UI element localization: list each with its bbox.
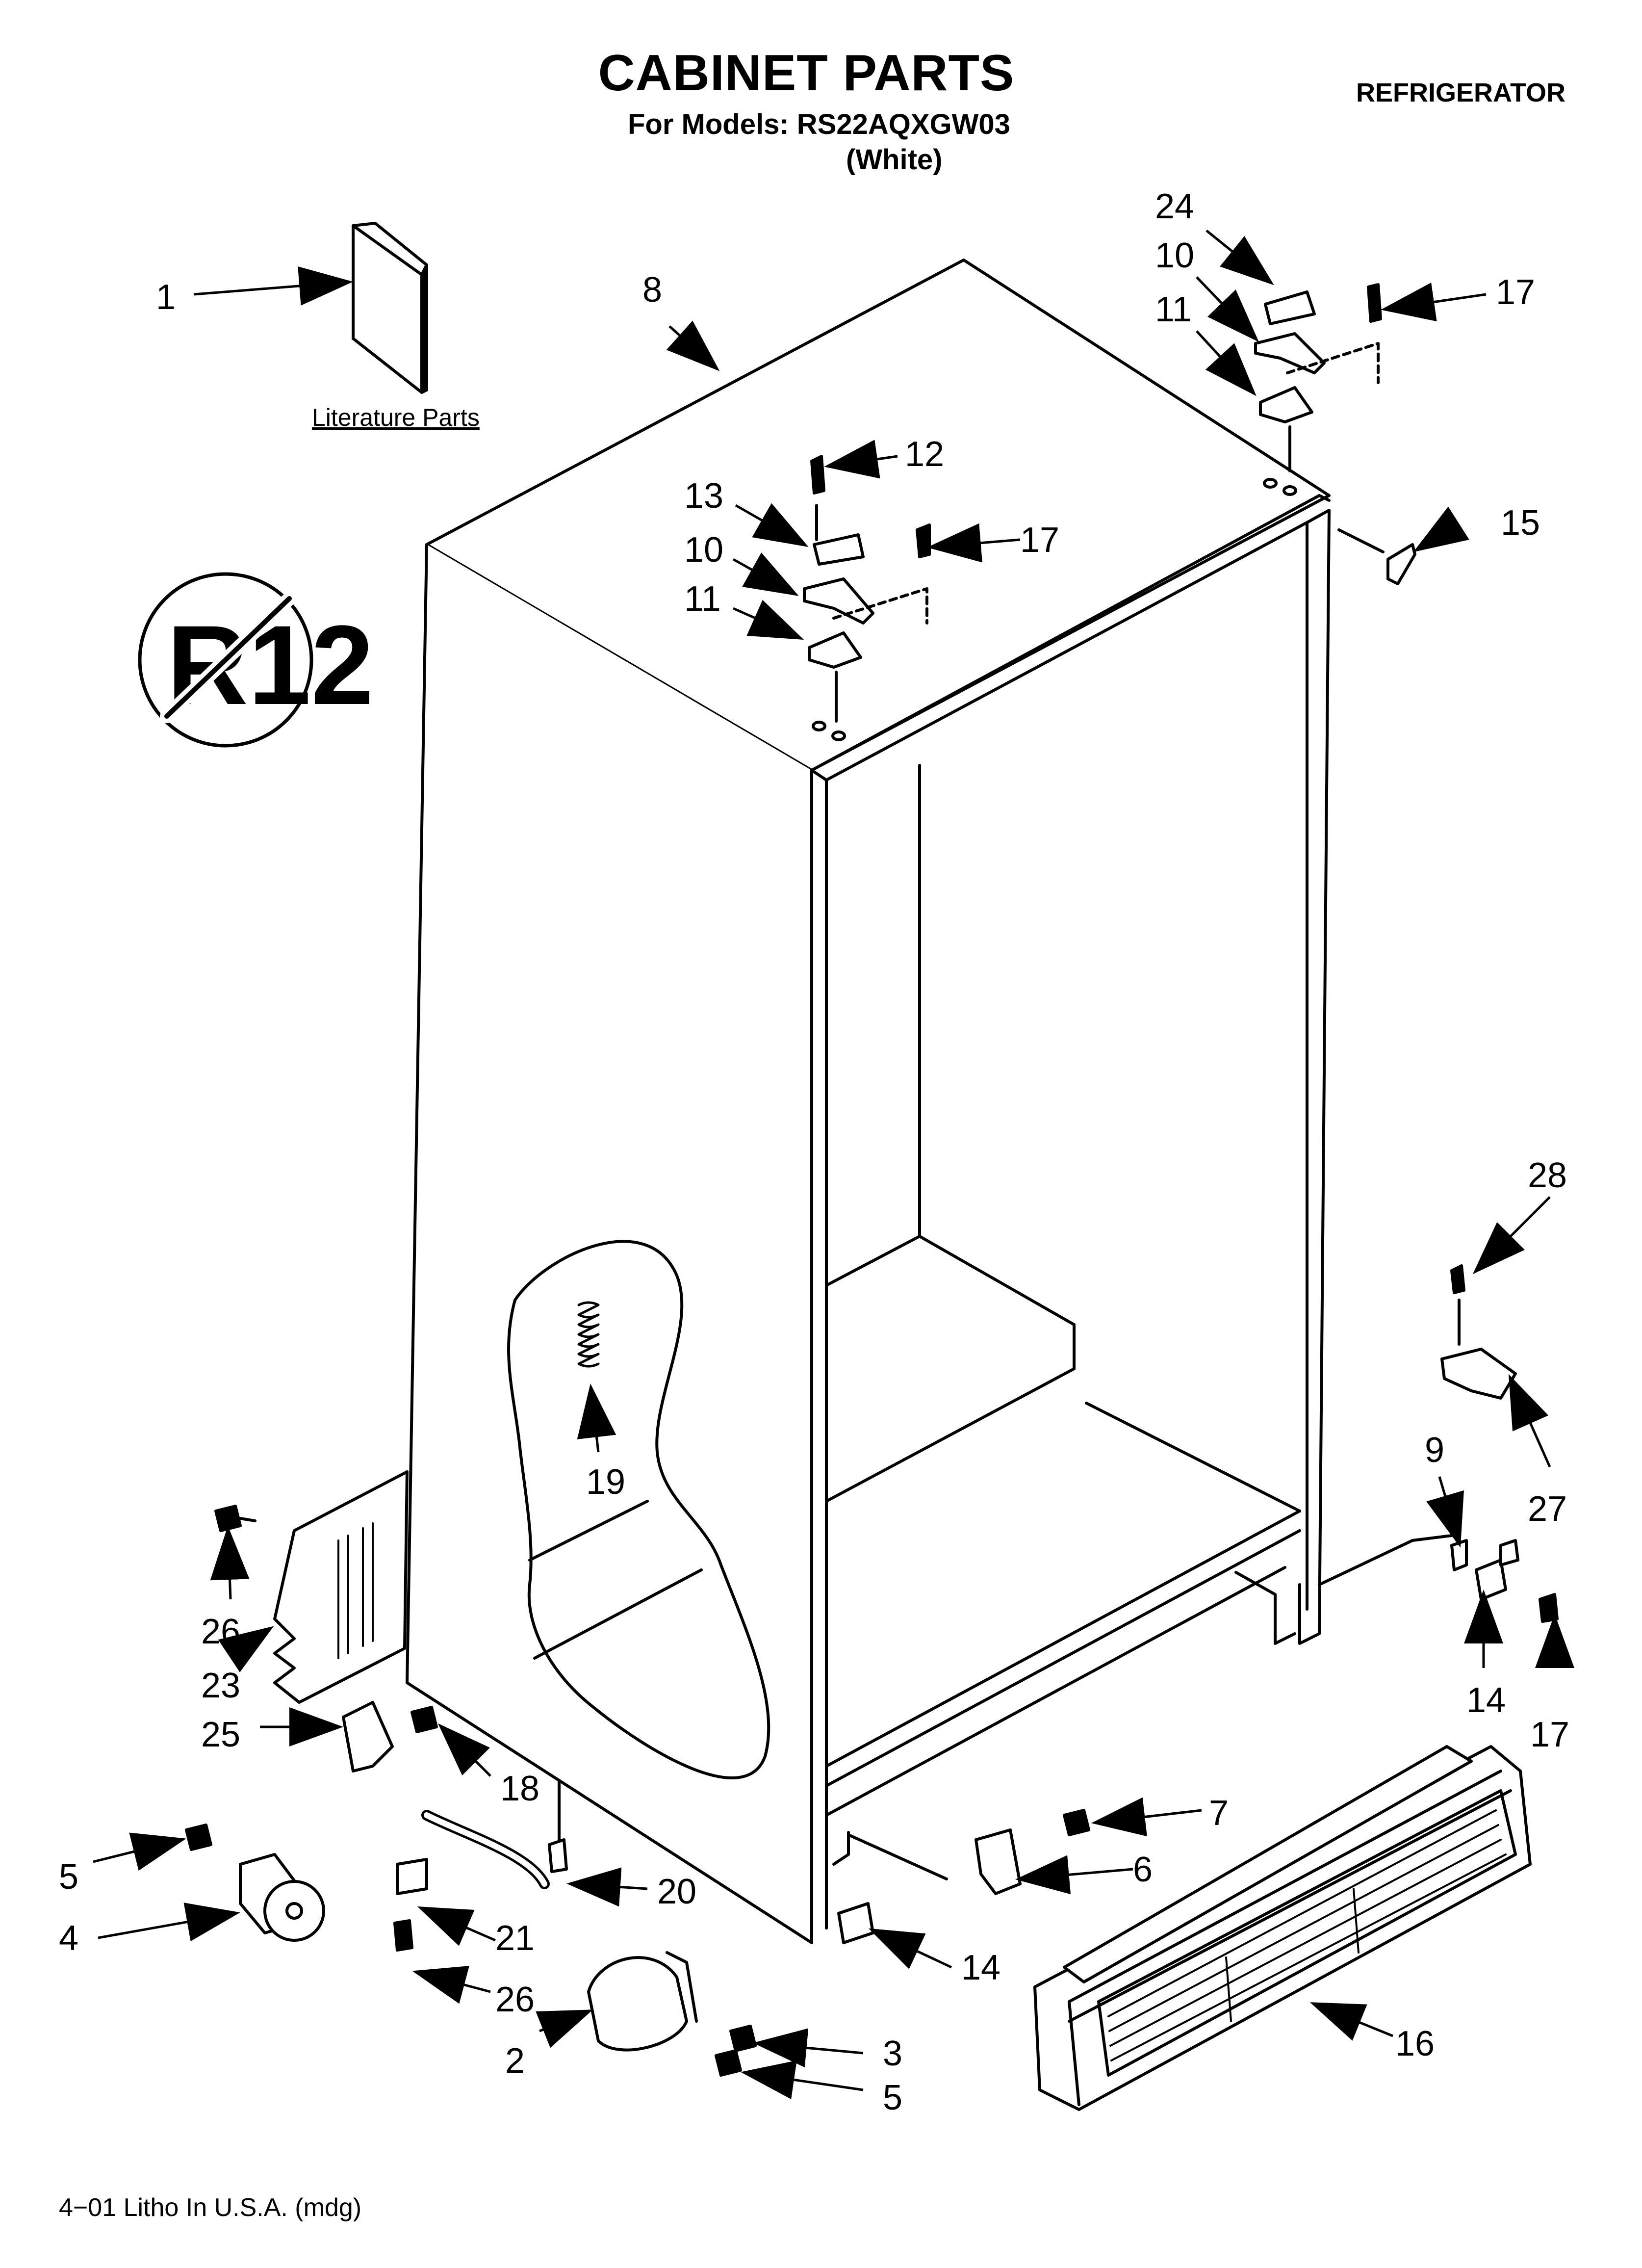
bracket-27 <box>1440 1264 1517 1400</box>
callout-12: 12 <box>905 435 944 474</box>
drain-coil <box>577 1301 600 1368</box>
front-roller-left <box>185 1824 325 1942</box>
callout-6: 6 <box>1133 1850 1153 1889</box>
rear-access-panel <box>273 1470 409 1704</box>
cabinet-body <box>406 259 1331 1944</box>
page-title: CABINET PARTS <box>598 45 1015 102</box>
clip-25 <box>342 1701 438 1773</box>
callout-15: 15 <box>1501 503 1540 543</box>
top-hinge-right <box>1254 283 1382 496</box>
category-label: REFRIGERATOR <box>1356 78 1566 107</box>
callout-21: 21 <box>495 1919 535 1958</box>
callout-27: 27 <box>1528 1489 1567 1529</box>
callout-9: 9 <box>1425 1431 1444 1470</box>
stopper-14 <box>837 1902 874 1944</box>
callout-17-lower: 17 <box>1530 1715 1569 1754</box>
callout-17-center: 17 <box>1020 521 1059 560</box>
side-cutaway <box>507 1240 770 1779</box>
callout-11-center: 11 <box>684 579 721 619</box>
callout-2: 2 <box>505 2041 525 2081</box>
plug-part-15 <box>1337 528 1416 585</box>
callout-13: 13 <box>684 476 723 516</box>
callout-5-left: 5 <box>59 1857 78 1897</box>
literature-booklet <box>352 222 428 394</box>
top-hinge-center <box>803 455 931 741</box>
callout-26-upper: 26 <box>201 1612 240 1651</box>
callout-17-right: 17 <box>1496 273 1535 312</box>
callout-25: 25 <box>201 1715 240 1754</box>
callout-7: 7 <box>1209 1794 1229 1833</box>
toe-grille <box>1033 1745 1532 2111</box>
no-r12-icon: R12 <box>138 572 374 748</box>
callout-20: 20 <box>657 1872 696 1911</box>
callout-14-right: 14 <box>1466 1681 1506 1720</box>
panel-vents <box>337 1522 374 1659</box>
drain-tube <box>393 1779 568 1952</box>
leader-lines <box>93 230 1574 2100</box>
literature-parts-label: Literature Parts <box>312 404 480 431</box>
right-lower-bracket <box>1318 1534 1559 1623</box>
screw-26-upper <box>214 1505 257 1532</box>
callout-23: 23 <box>201 1666 240 1705</box>
callout-10-center: 10 <box>684 530 723 570</box>
callout-24: 24 <box>1155 187 1194 226</box>
callout-3: 3 <box>883 2034 902 2073</box>
callout-4: 4 <box>59 1919 78 1958</box>
callout-18: 18 <box>500 1769 539 1808</box>
callout-14-center: 14 <box>961 1948 1001 1987</box>
front-roller-center <box>587 1951 757 2077</box>
callout-11-right: 11 <box>1155 290 1192 329</box>
callout-10-right: 10 <box>1155 236 1194 275</box>
callout-numbers: 1 8 24 10 11 17 12 13 10 17 11 15 28 27 … <box>59 187 1569 2117</box>
toe-grille-slots <box>1107 1809 1507 2061</box>
color-line: (White) <box>846 144 943 176</box>
callout-19: 19 <box>586 1462 625 1502</box>
callout-28: 28 <box>1528 1156 1567 1195</box>
footer-litho: 4−01 Litho In U.S.A. (mdg) <box>59 2193 362 2222</box>
callout-1: 1 <box>156 278 176 317</box>
callout-5-lower: 5 <box>883 2078 902 2117</box>
callout-26-lower: 26 <box>495 1980 535 2019</box>
models-line: For Models: RS22AQXGW03 <box>628 108 1010 140</box>
callout-16: 16 <box>1395 2024 1435 2063</box>
callout-8: 8 <box>642 270 662 310</box>
leveling-bracket <box>847 1809 1090 1895</box>
